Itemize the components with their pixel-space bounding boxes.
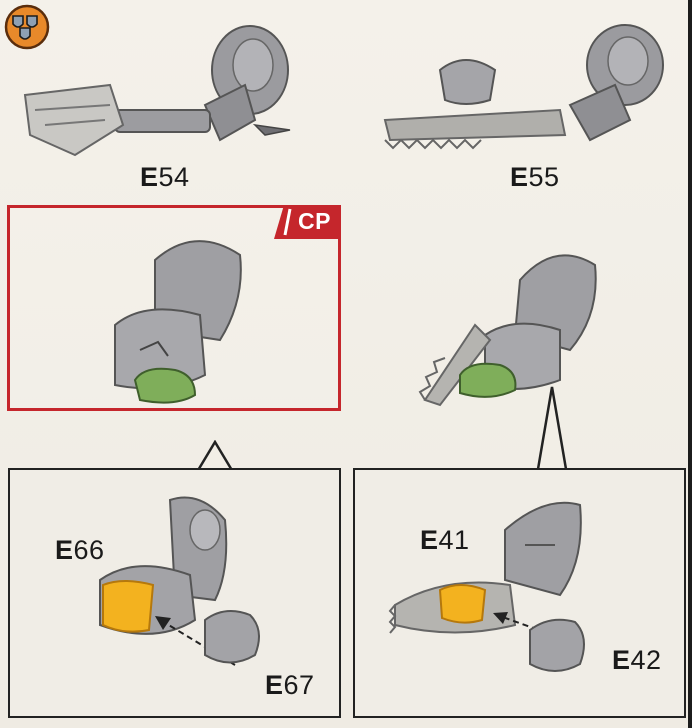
chainblade-arm-illustration <box>415 245 605 415</box>
part-label-e55: E55 <box>510 162 560 193</box>
e66-e67-assembly-illustration <box>85 490 325 700</box>
e55-arm-illustration <box>380 15 670 165</box>
e54-arm-illustration <box>15 15 305 165</box>
part-label-e41: E41 <box>420 525 470 556</box>
part-label-e54: E54 <box>140 162 190 193</box>
part-label-e42: E42 <box>612 645 662 676</box>
callout-pointer-right <box>535 385 569 475</box>
page-edge <box>688 0 692 728</box>
part-label-e67: E67 <box>265 670 315 701</box>
cp-arm-illustration <box>100 230 250 405</box>
cp-tag-label: CP <box>298 208 331 235</box>
part-label-e66: E66 <box>55 535 105 566</box>
